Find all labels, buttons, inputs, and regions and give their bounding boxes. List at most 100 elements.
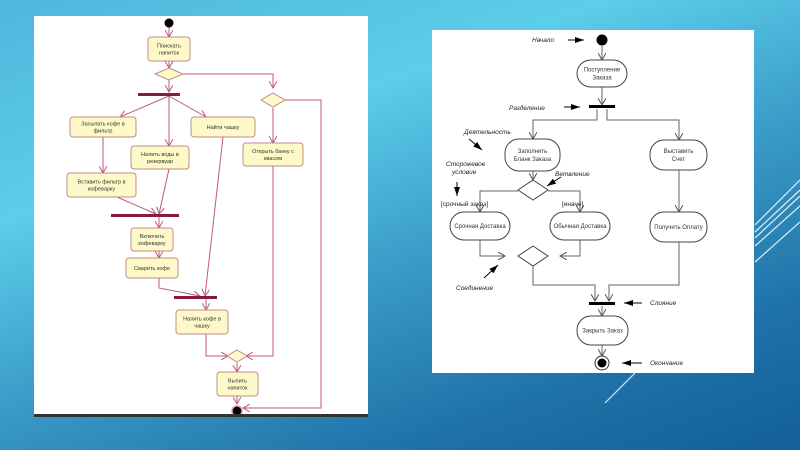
activity-label: Бланк Заказа (514, 157, 552, 163)
activity-label: Вставить фильтр в (77, 180, 125, 186)
guard-else: [иначе] (562, 201, 584, 208)
activity-label: кофеварку (88, 187, 116, 193)
annotation-activity: Деятельность (463, 129, 511, 136)
activity-box (242, 142, 304, 167)
annotation-merge: Соединение (456, 284, 493, 292)
activity-label: Засыпать кофе в (81, 122, 125, 128)
activity-box (147, 36, 191, 62)
activity-box (175, 309, 229, 335)
activity-label: резервуар (147, 159, 173, 165)
activity-label: Получить Оплату (654, 225, 702, 231)
activity-label: Поискать (157, 44, 181, 50)
flow-lines (480, 46, 679, 356)
merge-node (517, 245, 549, 267)
activity-node: Срочная Доставка (449, 211, 511, 241)
activity-box (125, 257, 179, 279)
annotation-start: Начало (532, 37, 554, 44)
activity-box (130, 227, 174, 252)
activity-box (504, 138, 561, 172)
activity-label: Поступление (584, 68, 621, 74)
activity-label: Обычная Доставка (554, 224, 608, 230)
activity-box (549, 211, 611, 241)
start-node (164, 18, 174, 28)
activity-label: Закрыть Заказ (582, 329, 623, 335)
activity-label: Выставить (664, 149, 694, 155)
activity-label: квасом (264, 156, 282, 162)
activity-box (190, 116, 256, 138)
activity-node: Закрыть Заказ (576, 315, 629, 346)
merge-node (226, 349, 248, 363)
activity-label: Счет (672, 157, 686, 163)
join-bar (174, 296, 217, 299)
deco-line (754, 221, 800, 263)
decision-node (260, 92, 286, 108)
annotation-fork: Разделение (509, 104, 545, 112)
activity-label: напиток (159, 51, 180, 57)
activity-label: Включить (140, 234, 165, 240)
deco-line (754, 179, 800, 226)
fork-bar (589, 105, 615, 108)
activity-label: фильтр (94, 129, 113, 135)
annotation-branch: Ветвление (555, 171, 590, 178)
deco-line (754, 189, 800, 233)
deco-line (754, 195, 800, 239)
activity-label: Срочная Доставка (454, 224, 506, 230)
flow-lines (103, 26, 322, 408)
activity-label: Заказа (592, 76, 612, 82)
activity-box (649, 139, 708, 171)
activity-label: напиток (227, 386, 248, 392)
activity-box (130, 145, 190, 170)
activity-label: Найти чашку (207, 124, 240, 131)
activity-label: Выпить (228, 379, 247, 385)
activity-box (66, 172, 137, 198)
decision-node (153, 67, 185, 81)
activity-node: Получить Оплату (649, 211, 708, 243)
join-bar (111, 214, 179, 217)
guard-urgent: [срочный заказ] (441, 200, 488, 208)
start-node (596, 34, 608, 46)
activity-box (69, 116, 137, 138)
join-bar (589, 302, 615, 305)
annotation-end: Окончание (650, 360, 683, 367)
deco-line (604, 372, 636, 404)
activity-label: чашку (194, 324, 210, 330)
fork-bar (138, 93, 180, 96)
end-node (231, 405, 243, 414)
activity-node: Найти чашку (190, 116, 256, 138)
activity-box (576, 59, 628, 88)
activity-label: Заполнить (518, 149, 547, 155)
activity-node: Сварить кофе (125, 257, 179, 279)
branch-node (517, 179, 549, 201)
annotation-guard-line1: Сторожевое (446, 161, 486, 168)
activity-label: Налить воды в (141, 152, 179, 158)
annotation-arrows (454, 37, 642, 366)
annotation-guard-line2: условие (451, 169, 477, 176)
activity-node: Обычная Доставка (549, 211, 611, 241)
activity-label: Налить кофе в (183, 317, 221, 323)
activity-label: кофеварку (138, 241, 166, 247)
activity-box (576, 315, 629, 346)
activity-box (449, 211, 511, 241)
activity-box (216, 371, 259, 397)
activity-label: Сварить кофе (134, 266, 170, 272)
activity-label: Открыть банку с (252, 149, 294, 155)
annotation-join: Слияние (650, 300, 677, 307)
activity-box (649, 211, 708, 243)
deco-line (754, 205, 800, 247)
